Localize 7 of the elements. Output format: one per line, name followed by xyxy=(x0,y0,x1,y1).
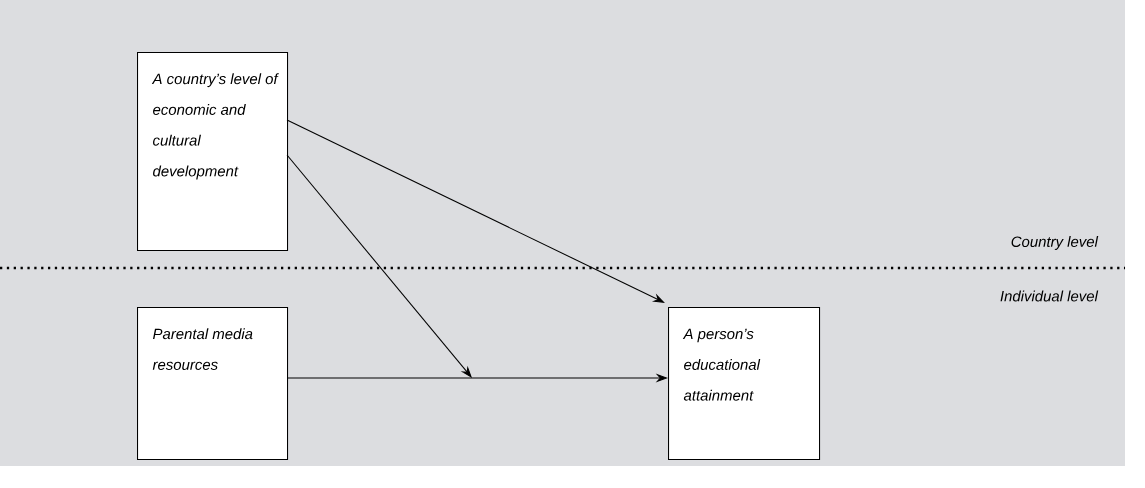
arrow xyxy=(286,154,472,378)
level-label: Country level xyxy=(1011,236,1099,250)
level-label: Individual level xyxy=(1000,290,1099,302)
text-box: A country’s level of economic and cultural development xyxy=(137,52,289,252)
arrow xyxy=(286,119,665,303)
text-box: Parental media resources xyxy=(137,307,289,461)
text-box: A person’s educational attainment xyxy=(668,307,821,461)
